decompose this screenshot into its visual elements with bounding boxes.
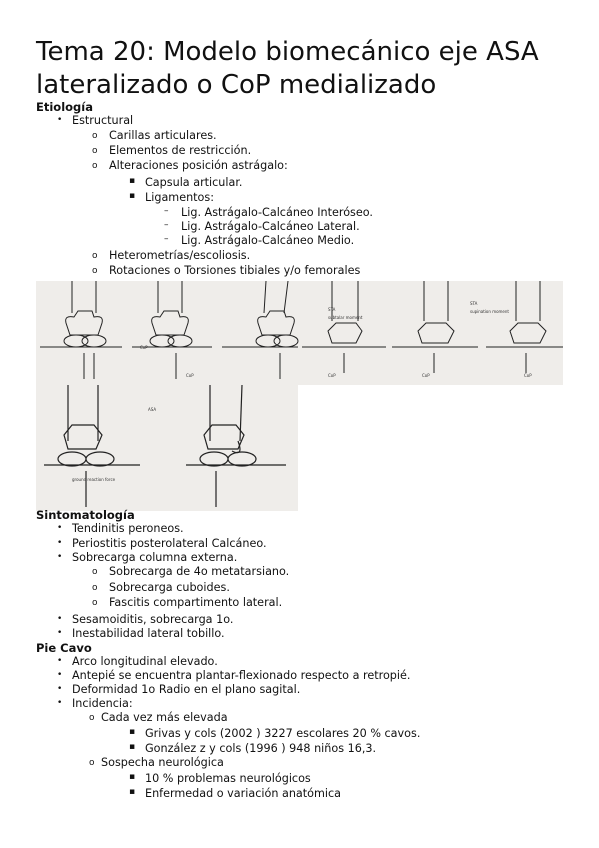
list-item-text: Lig. Astrágalo-Calcáneo Lateral. [181,220,360,233]
bullet-circle-icon: o [92,146,98,156]
list-item-text: Carillas articulares. [109,129,217,142]
bullet-dot-icon: • [57,614,63,624]
list-item-text: Tendinitis peroneos. [72,522,184,535]
foot-diagram-2 [132,281,212,379]
bullet-circle-icon: o [92,161,98,171]
bullet-dot-icon: • [57,684,63,694]
foot-diagram-3 [222,281,299,379]
bullet-circle-icon: o [89,713,95,723]
bullet-dot-icon: • [57,628,63,638]
figure-panel-background [298,281,563,385]
bullet-square-icon: ▪ [129,727,136,737]
figure-label: STA [470,301,478,306]
list-item-text: Fascitis compartimento lateral. [109,596,283,609]
bullet-square-icon: ▪ [129,191,136,201]
section-heading-etiologia: Etiología [36,100,93,114]
list-item-text: Grivas y cols (2002 ) 3227 escolares 20 … [145,727,421,740]
bullet-square-icon: ▪ [129,772,136,782]
list-item-text: Enfermedad o variación anatómica [145,787,342,800]
bullet-square-icon: ▪ [129,742,136,752]
list-item-text: Lig. Astrágalo-Calcáneo Medio. [181,234,355,247]
list-item-text: 10 % problemas neurológicos [145,772,311,785]
figure-label: ASA [148,407,156,412]
figure-label: CoP [524,373,532,378]
list-item-text: Ligamentos: [145,191,214,204]
section-heading-pie-cavo: Pie Cavo [36,641,92,655]
list-item-text: Incidencia: [72,697,133,710]
foot-diagram-4 [302,281,386,373]
section-heading-sintomatologia: Sintomatología [36,508,135,522]
figure-label: ground reaction force [72,477,116,482]
list-item-text: Alteraciones posición astrágalo: [109,159,288,172]
bullet-dot-icon: • [57,552,63,562]
list-item-text: Inestabilidad lateral tobillo. [72,627,225,640]
figure-label: supination moment [470,309,509,314]
list-item-text: Lig. Astrágalo-Calcáneo Interóseo. [181,206,373,219]
figure-label: CoP [328,373,336,378]
list-item-text: Elementos de restricción. [109,144,252,157]
bullet-circle-icon: o [92,583,98,593]
list-item-text: Sospecha neurológica [101,756,224,769]
bullet-dot-icon: • [57,115,63,125]
list-item-text: Antepié se encuentra plantar-flexionado … [72,669,411,682]
biomechanical-figure: CoP CoP CoP CoP CoP STA STA subtalar mom… [36,281,563,511]
bullet-circle-icon: o [92,131,98,141]
figure-label: CoP [422,373,430,378]
bullet-dot-icon: • [57,523,63,533]
page-title: Tema 20: Modelo biomecánico eje ASA late… [36,37,539,100]
list-item-text: Estructural [72,114,134,127]
bullet-dash-icon: – [164,206,169,216]
list-item-text: González z y cols (1996 ) 948 niños 16,3… [145,742,377,755]
foot-diagram-8 [186,384,286,507]
list-item-text: Sesamoiditis, sobrecarga 1o. [72,613,234,626]
list-item-text: Periostitis posterolateral Calcáneo. [72,537,267,550]
bullet-dot-icon: • [57,538,63,548]
list-item-text: Arco longitudinal elevado. [72,655,218,668]
bullet-circle-icon: o [89,758,95,768]
bullet-circle-icon: o [92,567,98,577]
foot-diagram-5 [392,281,478,373]
bullet-circle-icon: o [92,266,98,276]
bullet-square-icon: ▪ [129,176,136,186]
bullet-dot-icon: • [57,698,63,708]
bullet-square-icon: ▪ [129,787,136,797]
figure-label: STA [328,307,336,312]
foot-diagram-7 [44,385,140,507]
figure-labels: CoP CoP CoP CoP CoP STA STA subtalar mom… [72,301,532,482]
figure-panel-background [36,281,298,511]
bullet-circle-icon: o [92,598,98,608]
figure-label: CoP [140,345,148,350]
foot-diagram-6 [486,281,563,373]
bullet-circle-icon: o [92,251,98,261]
bullet-dot-icon: • [57,670,63,680]
list-item-text: Rotaciones o Torsiones tibiales y/o femo… [109,264,361,277]
list-item-text: Sobrecarga de 4o metatarsiano. [109,565,290,578]
figure-label: CoP [186,373,194,378]
list-item-text: Deformidad 1o Radio en el plano sagital. [72,683,301,696]
bullet-dash-icon: – [164,220,169,230]
list-item-text: Heterometrías/escoliosis. [109,249,251,262]
bullet-dash-icon: – [164,234,169,244]
figure-label: subtalar moment [328,315,363,320]
list-item-text: Cada vez más elevada [101,711,228,724]
bullet-dot-icon: • [57,656,63,666]
list-item-text: Sobrecarga columna externa. [72,551,238,564]
list-item-text: Sobrecarga cuboides. [109,581,230,594]
foot-diagram-1 [40,281,122,379]
list-item-text: Capsula articular. [145,176,243,189]
